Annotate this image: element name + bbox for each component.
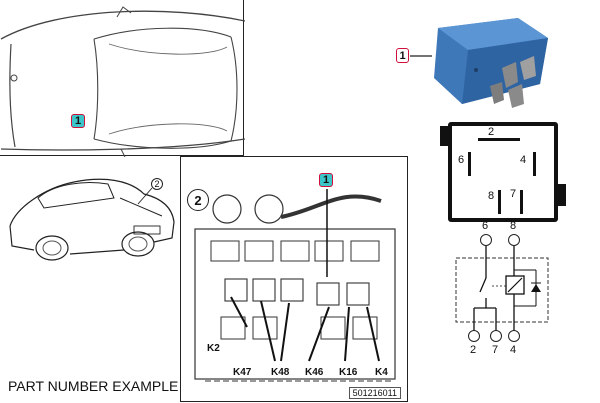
callout-1-fuse-box: 1 <box>319 173 333 187</box>
pin-label: 2 <box>488 126 495 138</box>
callout-1-top-view: 1 <box>71 114 85 128</box>
relay-label-k48: K48 <box>271 367 290 378</box>
relay-schematic: 6 8 2 7 4 <box>448 220 558 358</box>
relay-label-k16: K16 <box>339 367 358 378</box>
relay-label-k2: K2 <box>207 343 220 354</box>
schematic-pin-label: 2 <box>470 344 477 356</box>
callout-1-relay: 1 <box>396 48 409 63</box>
caption-text: PART NUMBER EXAMPLE <box>8 378 179 394</box>
pin-label: 6 <box>458 154 465 166</box>
schematic-terminal <box>508 234 520 246</box>
fuse-box-drawing <box>194 189 396 382</box>
relay-label-k47: K47 <box>233 367 252 378</box>
schematic-pin-label: 7 <box>492 344 499 356</box>
pin-label: 8 <box>488 190 495 202</box>
schematic-pin-label: 6 <box>482 220 489 232</box>
car-top-view-panel: 1 <box>0 0 245 157</box>
schematic-terminal <box>468 330 480 342</box>
relay-label-k4: K4 <box>375 367 388 378</box>
schematic-terminal <box>490 330 502 342</box>
fuse-box-label-2: 2 <box>187 189 209 211</box>
car-top-view-drawing <box>0 6 245 157</box>
fuse-box-panel: 2 1 K2 K47 K48 K46 K16 K4 501216011 <box>180 156 408 402</box>
pin-label: 7 <box>510 188 517 200</box>
relay-pinout: 2 6 4 8 7 <box>440 122 570 228</box>
schematic-terminal <box>480 234 492 246</box>
schematic-pin-label: 8 <box>510 220 517 232</box>
schematic-pin-label: 4 <box>510 344 517 356</box>
callout-2-car: 2 <box>151 178 163 190</box>
relay-photo <box>410 18 548 108</box>
pinout-frame <box>448 122 558 222</box>
part-number-tag: 501216011 <box>348 387 401 399</box>
car-side-sketch <box>9 178 175 261</box>
relay-label-k46: K46 <box>305 367 324 378</box>
pin-label: 4 <box>520 154 527 166</box>
schematic-terminal <box>508 330 520 342</box>
